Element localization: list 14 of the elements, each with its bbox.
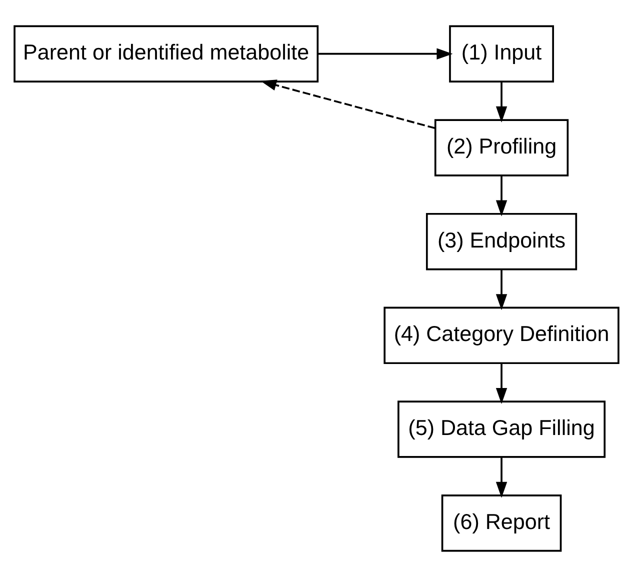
arrow xyxy=(496,456,508,498)
arrow xyxy=(318,48,453,59)
arrow xyxy=(496,362,508,404)
arrow xyxy=(496,268,508,310)
node-box: (3) Endpoints xyxy=(426,212,578,270)
node-box: (2) Profiling xyxy=(434,118,569,176)
node-box: (1) Input xyxy=(449,24,554,82)
arrow xyxy=(496,175,508,216)
node-box: (5) Data Gap Filling xyxy=(398,400,606,458)
node-box: (6) Report xyxy=(441,494,562,552)
node-box: Parent or identified metabolite xyxy=(14,24,319,82)
arrow xyxy=(496,81,508,122)
node-box: (4) Category Definition xyxy=(384,306,620,364)
arrow xyxy=(260,79,436,129)
